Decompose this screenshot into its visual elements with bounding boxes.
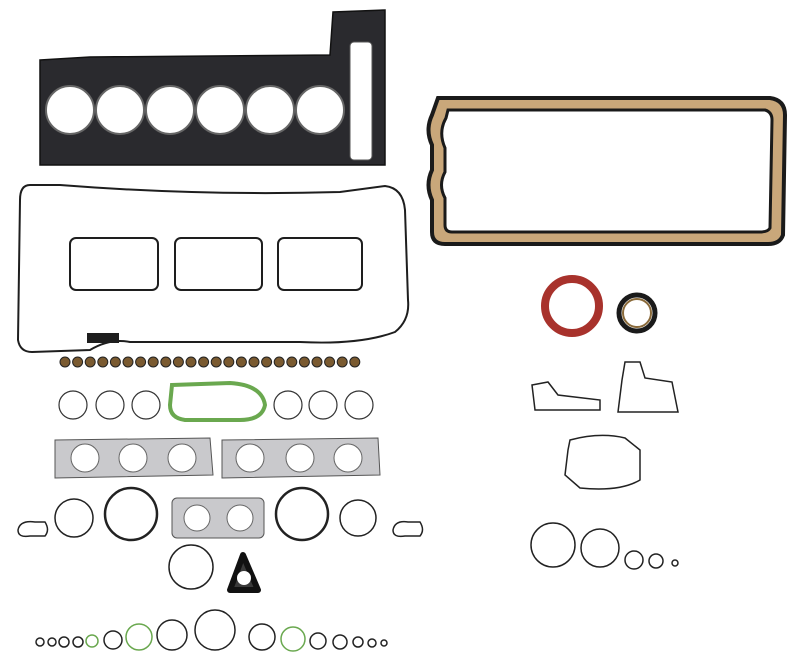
flange-gasket: [227, 552, 261, 593]
valve-stem-seal: [185, 356, 197, 368]
valve-stem-seal: [172, 356, 184, 368]
o-ring: [380, 639, 388, 647]
valve-stem-seal: [223, 356, 235, 368]
o-ring: [85, 634, 99, 648]
seal-row-3: [17, 486, 424, 590]
valve-stem-seal: [59, 356, 71, 368]
o-ring: [47, 637, 57, 647]
valve-stem-seal: [198, 356, 210, 368]
o-ring: [280, 626, 306, 652]
o-ring: [248, 623, 276, 651]
o-ring: [156, 619, 188, 651]
valve-stem-seal: [97, 356, 109, 368]
valve-stem-seal: [210, 356, 222, 368]
o-ring: [35, 637, 45, 647]
valve-stem-seal: [336, 356, 348, 368]
valve-stem-seal: [72, 356, 84, 368]
valve-stem-seal: [261, 356, 273, 368]
valve-stem-seal: [349, 356, 361, 368]
o-ring: [103, 630, 123, 650]
exhaust-manifold-gasket-1: [54, 437, 214, 479]
valve-stem-seal: [122, 356, 134, 368]
cylinder-bore: [295, 85, 345, 135]
oil-filter-gaskets: [530, 361, 679, 570]
cylinder-head-gasket: [39, 9, 386, 166]
valve-stem-seal: [298, 356, 310, 368]
valve-cover-gasket: [16, 184, 410, 354]
rear-main-seal: [541, 275, 603, 337]
o-ring: [352, 636, 364, 648]
oil-pan-gasket: [426, 96, 788, 246]
cylinder-bore: [145, 85, 195, 135]
valve-stem-seals: [59, 356, 361, 368]
o-ring-bottom-row: [35, 609, 388, 652]
valve-stem-seal: [235, 356, 247, 368]
cylinder-bore: [245, 85, 295, 135]
o-ring: [194, 609, 236, 651]
o-ring: [58, 636, 70, 648]
cylinder-bore: [195, 85, 245, 135]
valve-stem-seal: [311, 356, 323, 368]
turbo-gasket: [171, 497, 265, 539]
valve-stem-seal: [147, 356, 159, 368]
front-main-seal: [616, 292, 658, 334]
valve-stem-seal: [160, 356, 172, 368]
valve-stem-seal: [286, 356, 298, 368]
valve-stem-seal: [324, 356, 336, 368]
valve-stem-seal: [84, 356, 96, 368]
exhaust-manifold-gasket-2: [221, 437, 381, 479]
valve-stem-seal: [248, 356, 260, 368]
valve-stem-seal: [135, 356, 147, 368]
valve-stem-seal: [273, 356, 285, 368]
o-ring: [72, 636, 84, 648]
valve-stem-seal: [109, 356, 121, 368]
o-ring: [125, 623, 153, 651]
o-ring: [332, 634, 348, 650]
o-ring: [367, 638, 377, 648]
o-ring: [309, 632, 327, 650]
green-cover-seal: [167, 380, 268, 422]
cylinder-bore: [45, 85, 95, 135]
cylinder-bore: [95, 85, 145, 135]
o-ring-row: [58, 390, 374, 420]
